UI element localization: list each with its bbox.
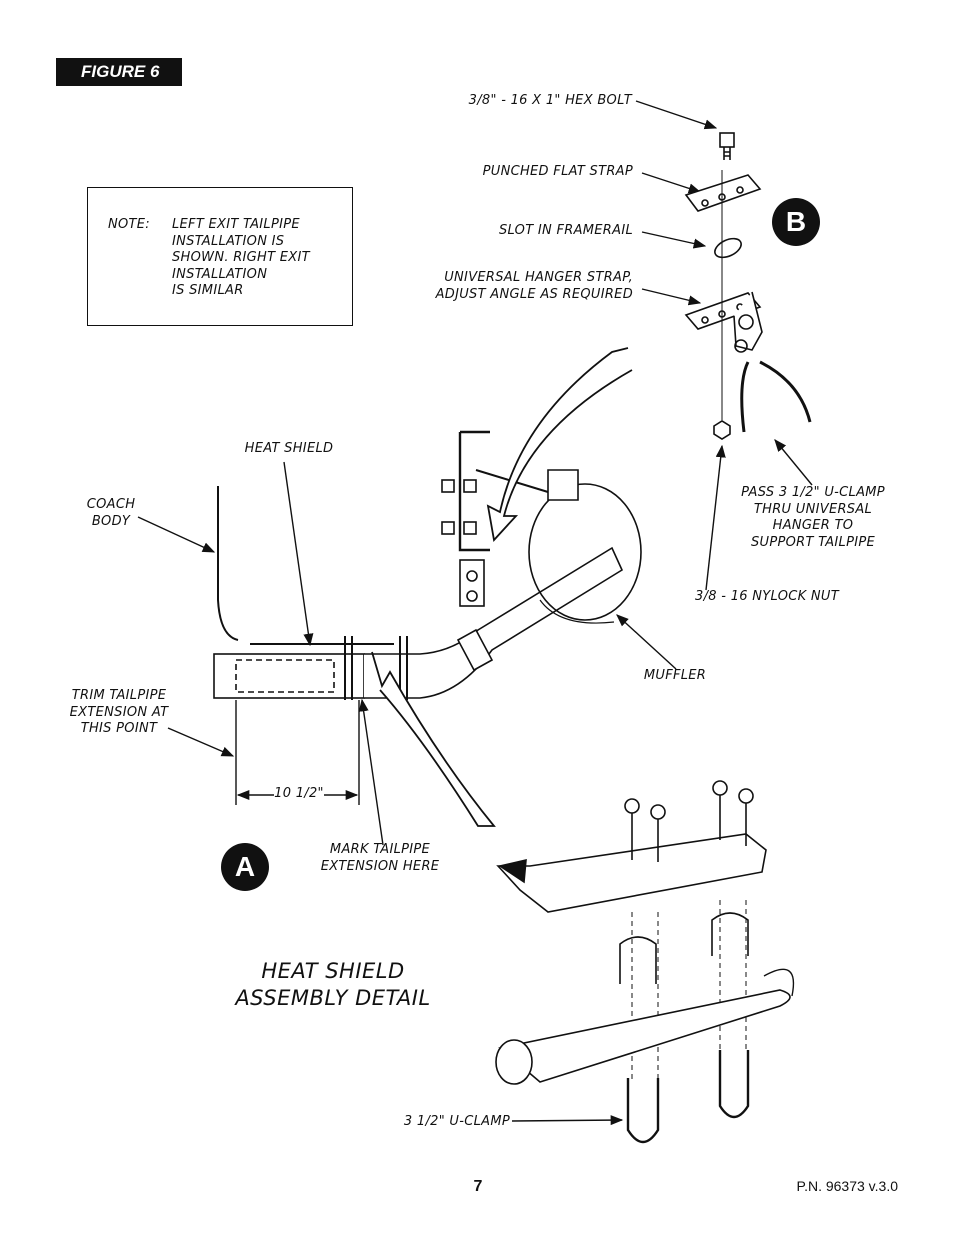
label-muffler: MUFFLER [643,668,707,683]
framerail-slot-icon [714,237,742,259]
label-hex-bolt: 3/8" - 16 x 1" HEX BOLT [468,93,632,108]
page-number: 7 [473,1178,483,1195]
label-dimension: 10 1/2" [274,786,324,801]
label-pass-clamp: PASS 3 1/2" U-CLAMP THRU UNIVERSAL HANGE… [741,485,885,550]
coach-body-outline [217,486,239,641]
label-slot: SLOT IN FRAMERAIL [498,223,633,238]
label-trim: TRIM TAILPIPE EXTENSION AT THIS POINT [69,688,169,736]
punched-flat-strap-icon [684,174,762,212]
label-heat-shield: HEAT SHIELD [244,441,334,456]
tailpipe [364,546,624,699]
tailpipe-extension [213,653,365,699]
part-number: P.N. 96373 v.3.0 [796,1178,898,1194]
saddle-bracket-right [711,912,749,956]
detail-b-hanger [684,132,812,440]
note-box: NOTE: LEFT EXIT TAILPIPE INSTALLATION IS… [87,187,353,326]
hex-bolt-head-icon [719,132,735,148]
note-text: LEFT EXIT TAILPIPE INSTALLATION IS SHOWN… [172,217,310,298]
tailpipe-section [498,989,791,1083]
label-nylock-nut: 3/8 - 16 NYLOCK NUT [695,589,839,604]
detail-a-assembly [213,347,642,827]
label-coach-body: COACH BODY [86,497,136,529]
heat-shield-detail [495,780,795,1144]
direction-arrow-top [486,347,633,542]
u-clamp-right [718,1050,750,1119]
label-mark: MARK TAILPIPE EXTENSION HERE [320,842,440,874]
label-u-clamp: 3 1/2" U-CLAMP [403,1114,510,1129]
nylock-nut-icon [713,420,731,440]
figure-tag: FIGURE 6 [56,58,182,86]
muffler-outline [528,483,642,621]
badge-a: A [221,843,269,891]
direction-arrow-bottom [371,651,496,827]
note-label: NOTE: [108,217,150,232]
label-flat-strap: PUNCHED FLAT STRAP [482,164,633,179]
detail-title: HEAT SHIELD ASSEMBLY DETAIL [235,959,431,1010]
heat-shield-plate [496,833,767,913]
leader-lines [137,100,813,1126]
saddle-bracket-left [619,936,657,984]
u-clamp-left [626,1078,660,1144]
label-hanger-strap: UNIVERSAL HANGER STRAP, ADJUST ANGLE AS … [435,270,633,302]
badge-b: B [772,198,820,246]
